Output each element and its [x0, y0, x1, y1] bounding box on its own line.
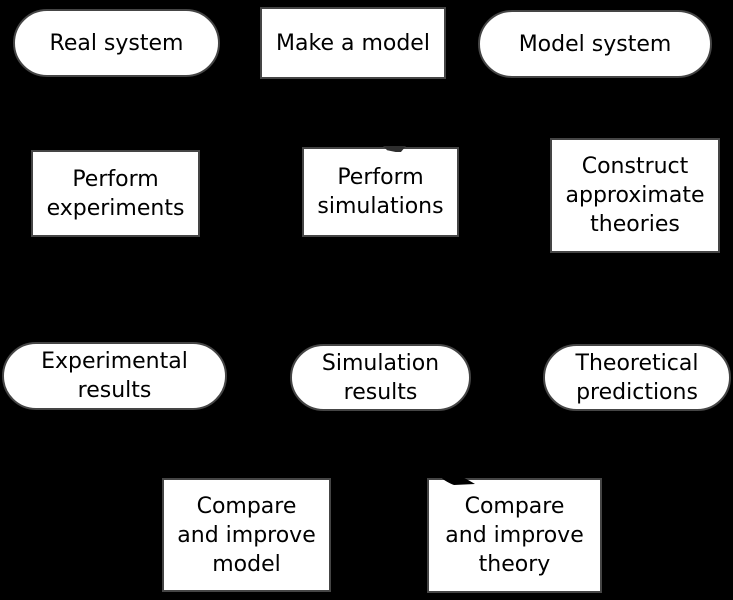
node-label: Experimental results — [41, 349, 188, 403]
node-construct-approximate-theories: Construct approximate theories — [550, 138, 720, 253]
node-experimental-results: Experimental results — [2, 342, 227, 410]
node-label: Theoretical predictions — [575, 350, 699, 405]
node-label: Simulation results — [321, 350, 440, 405]
node-theoretical-predictions: Theoretical predictions — [543, 344, 731, 411]
node-label: Make a model — [276, 30, 430, 56]
node-label: Compare and improve model — [177, 493, 316, 577]
node-label: Construct approximate theories — [565, 154, 705, 237]
node-label: Model system — [518, 31, 672, 57]
node-perform-simulations: Perform simulations — [302, 147, 459, 237]
node-make-a-model: Make a model — [260, 7, 446, 79]
node-label: Real system — [49, 30, 184, 56]
node-label: Perform simulations — [317, 165, 444, 219]
node-compare-and-improve-theory: Compare and improve theory — [427, 478, 602, 593]
node-perform-experiments: Perform experiments — [31, 150, 200, 237]
node-compare-and-improve-model: Compare and improve model — [162, 478, 331, 592]
node-model-system: Model system — [478, 10, 712, 78]
node-real-system: Real system — [13, 9, 220, 77]
node-simulation-results: Simulation results — [290, 344, 471, 411]
node-label: Compare and improve theory — [445, 494, 584, 577]
node-label: Perform experiments — [46, 166, 185, 221]
